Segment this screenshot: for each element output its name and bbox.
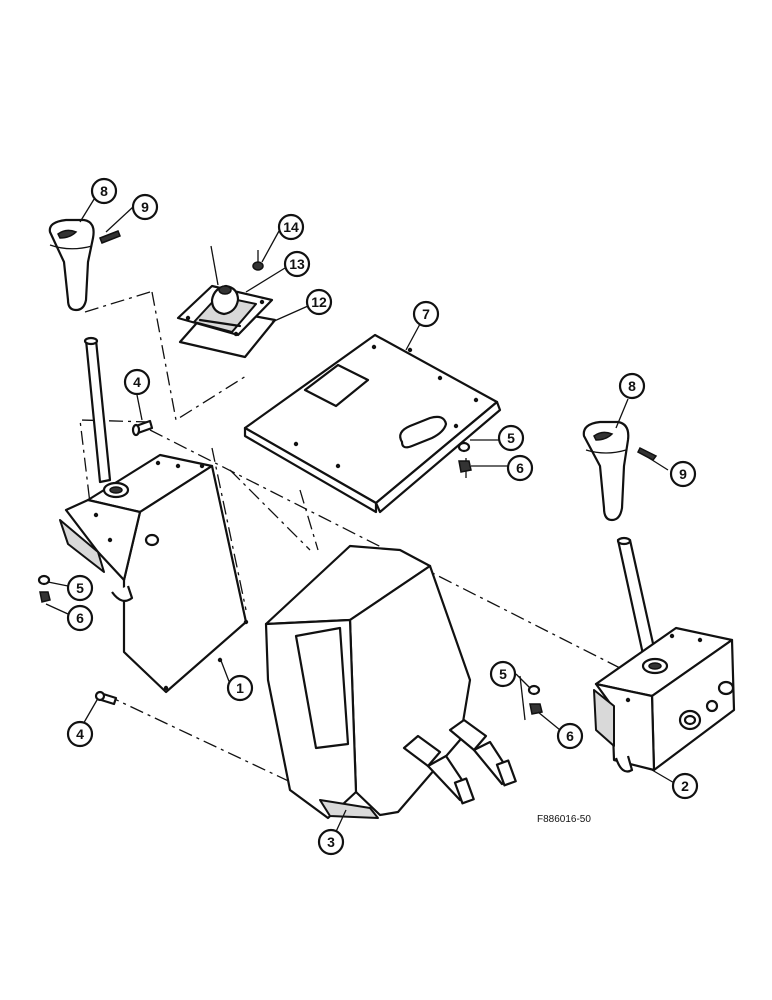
left-shift-knob — [48, 218, 95, 312]
callout-6-right: 6 — [556, 722, 584, 750]
callout-3: 3 — [317, 828, 345, 856]
callout-9-right: 9 — [669, 460, 697, 488]
callout-13: 13 — [283, 250, 311, 278]
callout-5-right: 5 — [489, 660, 517, 688]
right-washer-nut — [527, 684, 543, 715]
left-lever-rod — [83, 336, 112, 484]
svg-text:5: 5 — [499, 666, 507, 682]
svg-text:6: 6 — [516, 460, 524, 476]
callout-9-left: 9 — [131, 193, 159, 221]
svg-text:8: 8 — [628, 378, 636, 394]
callouts: 8 9 14 13 12 7 4 5 — [66, 177, 699, 856]
left-lower-screw — [94, 690, 118, 706]
left-control-bracket — [59, 453, 249, 694]
callout-5-left: 5 — [66, 574, 94, 602]
svg-text:9: 9 — [679, 466, 687, 482]
callout-6-left: 6 — [66, 604, 94, 632]
svg-text:12: 12 — [311, 294, 327, 310]
callout-12: 12 — [305, 288, 333, 316]
center-console — [264, 544, 517, 820]
svg-text:8: 8 — [100, 183, 108, 199]
left-washer-nut — [37, 574, 51, 603]
center-washer-nut — [457, 441, 472, 473]
left-set-screw — [99, 230, 121, 244]
right-shift-knob — [582, 420, 630, 522]
left-upper-screw — [131, 419, 154, 437]
svg-text:9: 9 — [141, 199, 149, 215]
callout-5-center: 5 — [497, 424, 525, 452]
svg-text:5: 5 — [507, 430, 515, 446]
cover-plate — [243, 333, 502, 514]
leader-lines — [45, 195, 677, 837]
callout-6-center: 6 — [506, 454, 534, 482]
right-set-screw — [637, 446, 658, 461]
svg-text:6: 6 — [566, 728, 574, 744]
shift-boot-assembly — [176, 261, 277, 359]
svg-text:13: 13 — [289, 256, 305, 272]
figure-code: F886016-50 — [537, 814, 591, 825]
callout-2: 2 — [671, 772, 699, 800]
svg-text:3: 3 — [327, 834, 335, 850]
svg-text:5: 5 — [76, 580, 84, 596]
svg-text:2: 2 — [681, 778, 689, 794]
right-control-bracket — [593, 626, 736, 773]
console-switch-right — [448, 718, 517, 787]
callout-4-lower: 4 — [66, 720, 94, 748]
svg-text:1: 1 — [236, 680, 244, 696]
callout-8-left: 8 — [90, 177, 118, 205]
console-switch-left — [402, 734, 475, 805]
callout-8-right: 8 — [618, 372, 646, 400]
svg-text:6: 6 — [76, 610, 84, 626]
callout-7: 7 — [412, 300, 440, 328]
svg-text:4: 4 — [76, 726, 84, 742]
callout-4-upper: 4 — [123, 368, 151, 396]
svg-text:4: 4 — [133, 374, 141, 390]
callout-1: 1 — [226, 674, 254, 702]
callout-14: 14 — [277, 213, 305, 241]
svg-text:7: 7 — [422, 306, 430, 322]
svg-text:14: 14 — [283, 219, 299, 235]
